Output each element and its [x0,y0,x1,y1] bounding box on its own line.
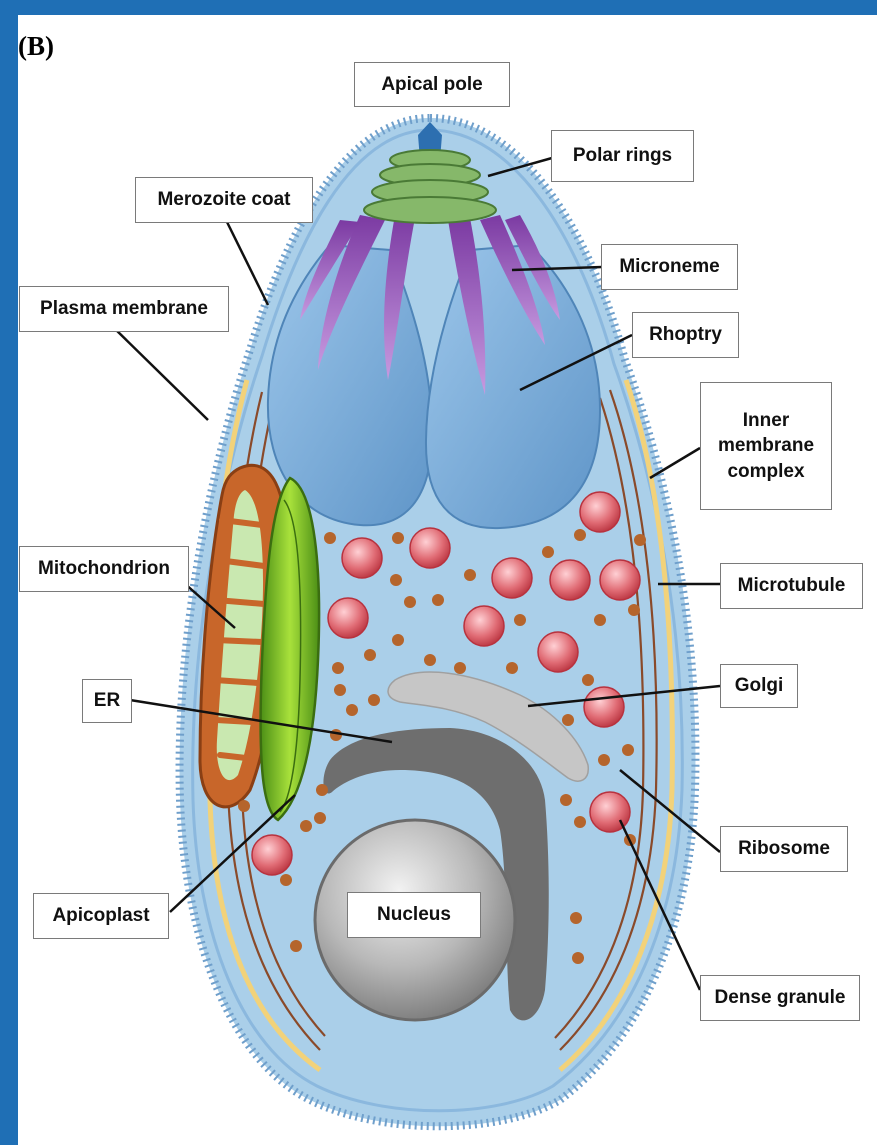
label-inner-membrane-complex: Inner membrane complex [700,382,832,510]
label-ribosome: Ribosome [720,826,848,872]
label-nucleus: Nucleus [347,892,481,938]
label-microneme: Microneme [601,244,738,290]
label-plasma-membrane: Plasma membrane [19,286,229,332]
label-inner-membrane-complex-line1: Inner [743,408,789,434]
label-merozoite-coat: Merozoite coat [135,177,313,223]
label-inner-membrane-complex-line3: complex [727,459,804,485]
label-er: ER [82,679,132,723]
label-polar-rings: Polar rings [551,130,694,182]
label-inner-membrane-complex-line2: membrane [718,433,814,459]
label-rhoptry: Rhoptry [632,312,739,358]
label-dense-granule: Dense granule [700,975,860,1021]
label-golgi: Golgi [720,664,798,708]
label-microtubule: Microtubule [720,563,863,609]
label-mitochondrion: Mitochondrion [19,546,189,592]
label-apical-pole: Apical pole [354,62,510,107]
label-apicoplast: Apicoplast [33,893,169,939]
